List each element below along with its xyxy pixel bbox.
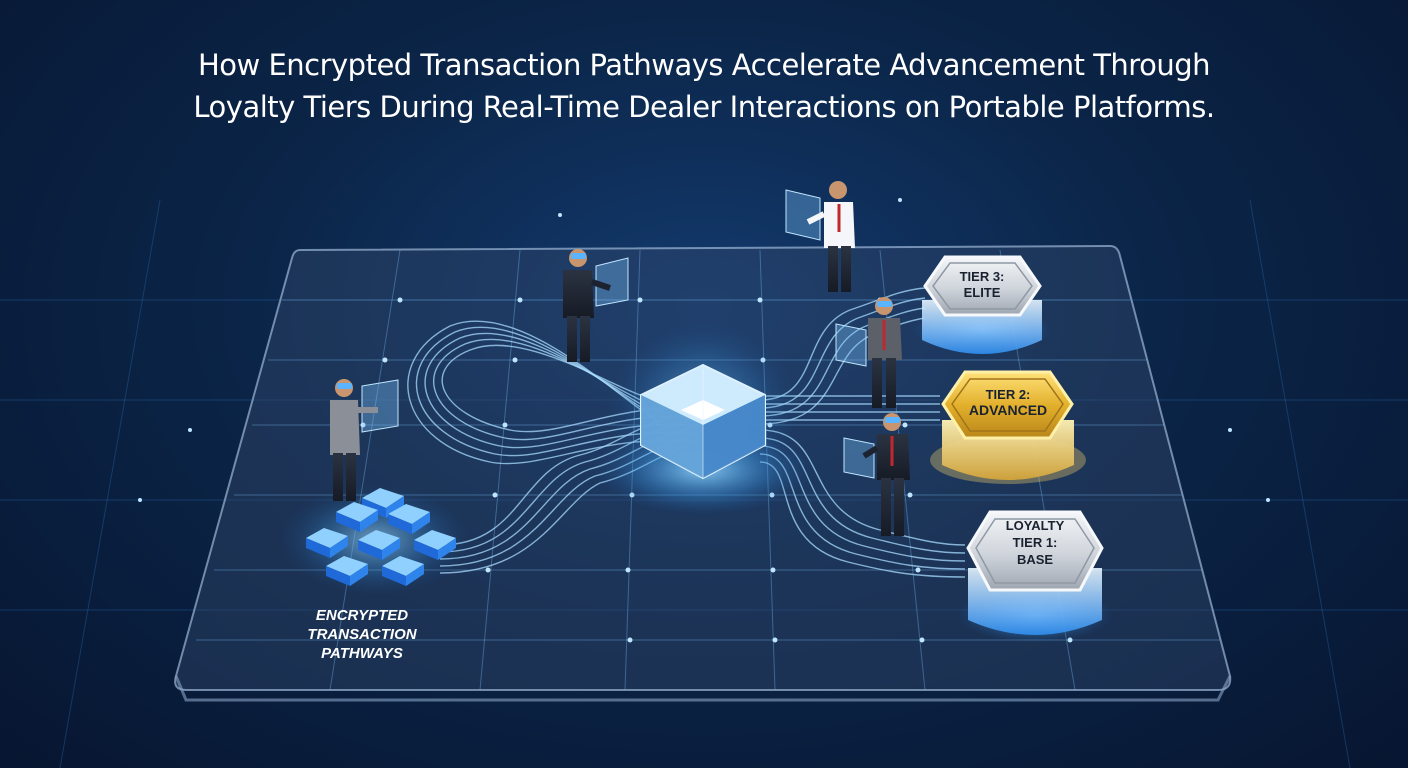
cube	[388, 504, 430, 534]
pathways-label-line-3: PATHWAYS	[321, 645, 403, 662]
encrypted-cube-grid	[280, 485, 470, 595]
tier-2-advanced-badge: TIER 2: ADVANCED	[930, 370, 1086, 484]
dealer-figure-top-left	[563, 249, 629, 362]
tier-2-line-1: TIER 2:	[986, 387, 1031, 402]
pathways-label-line-1: ENCRYPTED	[316, 607, 408, 624]
tier-3-line-2: ELITE	[964, 285, 1001, 300]
holo-screen	[595, 257, 629, 307]
page-title: How Encrypted Transaction Pathways Accel…	[0, 44, 1408, 128]
cube	[306, 528, 348, 558]
cube	[382, 556, 424, 586]
holo-screen	[835, 323, 867, 367]
tier-1-base-badge: LOYALTY TIER 1: BASE	[957, 510, 1113, 643]
tier-1-line-2: TIER 1:	[1013, 535, 1058, 550]
holo-screen	[785, 189, 821, 241]
vr-headset-icon	[571, 253, 586, 259]
vr-headset-icon	[885, 417, 900, 423]
pathways-label-line-2: TRANSACTION	[307, 626, 417, 643]
cube	[414, 530, 456, 560]
tier-1-line-1: LOYALTY	[1006, 518, 1065, 533]
tier-1-line-3: BASE	[1017, 552, 1053, 567]
dealer-figure-top	[785, 181, 855, 292]
title-line-2: Loyalty Tiers During Real-Time Dealer In…	[193, 90, 1215, 124]
tier-2-line-2: ADVANCED	[969, 402, 1047, 418]
dealer-figure-right-lower	[843, 413, 910, 536]
cube	[362, 488, 404, 518]
tier-3-line-1: TIER 3:	[960, 269, 1005, 284]
tier-3-elite-badge: TIER 3: ELITE	[912, 255, 1052, 354]
cube	[358, 530, 400, 560]
holo-screen	[361, 379, 399, 433]
head	[829, 181, 847, 199]
central-crystal	[593, 320, 813, 515]
cube	[336, 502, 378, 532]
title-line-1: How Encrypted Transaction Pathways Accel…	[197, 48, 1211, 82]
holo-screen	[843, 437, 875, 479]
vr-headset-icon	[877, 301, 892, 307]
cube	[326, 556, 368, 586]
pathways-label: ENCRYPTED TRANSACTION PATHWAYS	[307, 607, 417, 662]
dealer-figure-right-upper	[835, 297, 902, 408]
vr-headset-icon	[337, 383, 352, 389]
dealer-figure-left	[330, 379, 399, 501]
